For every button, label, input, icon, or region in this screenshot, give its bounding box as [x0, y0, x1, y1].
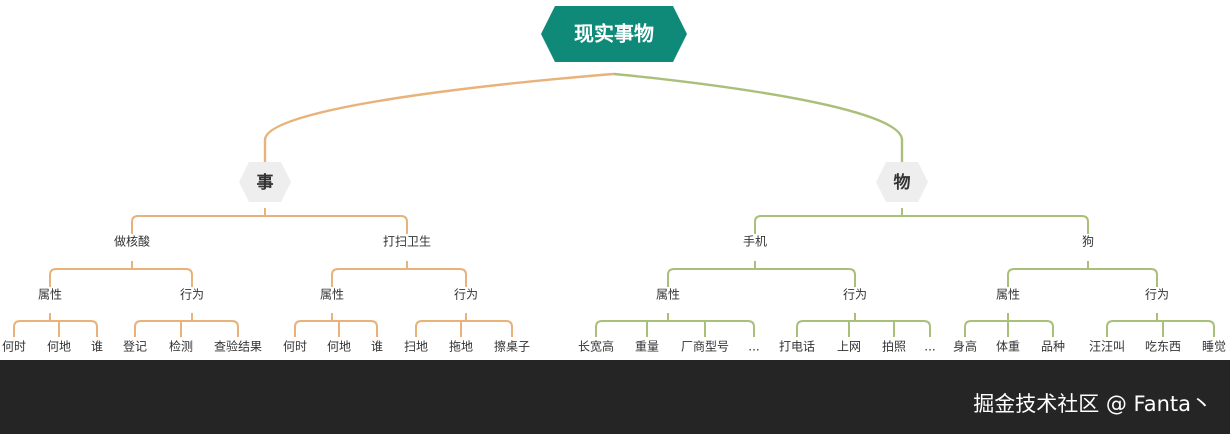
- leaf-label: 重量: [635, 340, 659, 354]
- level1-node: [876, 162, 928, 202]
- root-label: 现实事物: [574, 22, 654, 46]
- level3-label: 属性: [38, 288, 62, 302]
- connector-line: [1007, 268, 1015, 287]
- mindmap-canvas: 现实事物事做核酸属性何时 何地 谁 行为登记 检测 查验结果 打扫卫生属性何时 何地 谁 行为扫地…: [1, 6, 1227, 354]
- level3-label: 属性: [320, 288, 344, 302]
- level3-label: 行为: [454, 288, 478, 302]
- leaf-label: 上网: [837, 340, 861, 354]
- connector-line: [370, 320, 378, 337]
- connector-line: [848, 268, 856, 287]
- level3-label: 属性: [996, 288, 1020, 302]
- leaf-label: ...: [924, 340, 935, 354]
- leaf-label: 何地: [327, 340, 351, 354]
- connector-line: [415, 320, 423, 337]
- leaf-label: 体重: [996, 340, 1020, 354]
- level1-label: 物: [894, 172, 911, 193]
- connector-line: [796, 320, 804, 337]
- connector-line: [49, 268, 57, 287]
- level2-label: 打扫卫生: [383, 235, 431, 249]
- connector-line: [1207, 320, 1215, 337]
- leaf-label: 拖地: [449, 340, 473, 354]
- level1-label: 事: [257, 173, 274, 193]
- connector-line: [667, 268, 675, 287]
- root-connector: [613, 72, 904, 162]
- leaf-label: 擦桌子: [494, 340, 530, 354]
- leaf-label: 拍照: [882, 339, 906, 354]
- footer-bar: 掘金技术社区 @ Fanta丶: [0, 360, 1230, 434]
- level2-label: 狗: [1082, 235, 1094, 249]
- leaf-label: 何时: [2, 340, 26, 354]
- level3-label: 行为: [180, 288, 204, 302]
- connector-line: [1150, 268, 1158, 287]
- leaf-label: 品种: [1041, 340, 1065, 354]
- connector-line: [964, 320, 972, 337]
- connector-line: [134, 320, 142, 337]
- connector-line: [505, 320, 513, 337]
- connector-line: [331, 268, 339, 287]
- connector-line: [459, 268, 467, 287]
- connector-line: [1081, 215, 1089, 234]
- connector-line: [13, 320, 21, 337]
- connector-line: [747, 320, 755, 337]
- leaf-label: ...: [748, 340, 759, 354]
- level3-label: 行为: [1145, 288, 1169, 302]
- leaf-label: 查验结果: [214, 339, 262, 354]
- leaf-label: 身高: [953, 339, 977, 354]
- connector-line: [131, 215, 139, 234]
- level1-node: [239, 162, 291, 202]
- connector-line: [400, 215, 408, 234]
- leaf-label: 打电话: [779, 340, 815, 354]
- connector-line: [923, 320, 931, 337]
- leaf-label: 何时: [283, 340, 307, 354]
- leaf-label: 谁: [91, 340, 103, 354]
- root-connector: [263, 72, 615, 162]
- leaf-label: 登记: [123, 339, 147, 354]
- level3-label: 属性: [656, 288, 680, 302]
- connector-line: [1106, 320, 1114, 337]
- leaf-label: 长宽高: [578, 339, 614, 354]
- leaf-label: 汪汪叫: [1089, 340, 1125, 354]
- leaf-label: 睡觉: [1202, 340, 1226, 354]
- watermark-text: 掘金技术社区 @ Fanta丶: [973, 392, 1212, 416]
- connector-line: [185, 268, 193, 287]
- leaf-label: 扫地: [404, 340, 428, 354]
- leaf-label: 检测: [169, 339, 193, 354]
- root-node: [541, 6, 687, 62]
- connector-line: [754, 215, 762, 234]
- leaf-label: 何地: [47, 340, 71, 354]
- connector-line: [1046, 320, 1054, 337]
- leaf-label: 谁: [371, 340, 383, 354]
- level2-label: 手机: [743, 235, 767, 249]
- connector-line: [294, 320, 302, 337]
- level3-label: 行为: [843, 288, 867, 302]
- leaf-label: 吃东西: [1145, 340, 1181, 354]
- connector-line: [231, 320, 239, 337]
- connector-line: [90, 320, 98, 337]
- level2-label: 做核酸: [114, 234, 150, 249]
- leaf-label: 厂商型号: [681, 339, 729, 354]
- connector-line: [595, 320, 603, 337]
